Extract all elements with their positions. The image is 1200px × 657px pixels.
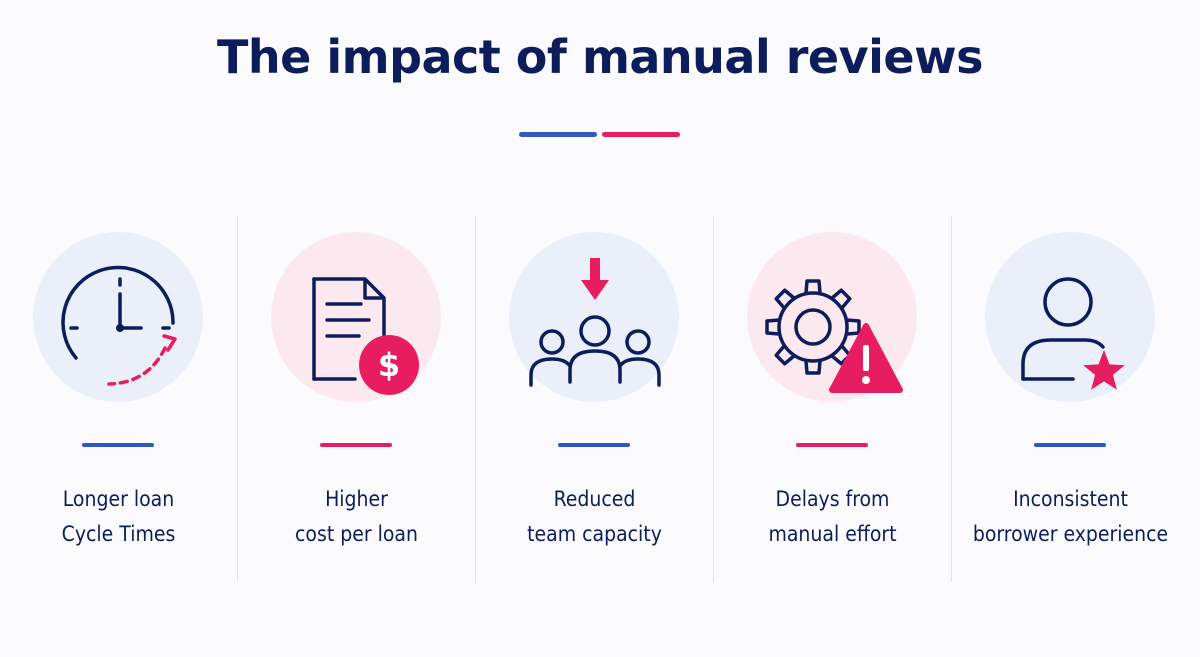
impact-label: Inconsistent borrower experience xyxy=(972,487,1169,546)
icon-circle xyxy=(985,232,1155,402)
icon-circle xyxy=(509,232,679,402)
impact-card-cycle-times: Longer loan Cycle Times xyxy=(0,216,237,582)
impact-label: Delays from manual effort xyxy=(768,487,897,546)
impact-label: Longer loan Cycle Times xyxy=(61,487,176,546)
icon-circle: $ xyxy=(271,232,441,402)
impact-label: Reduced team capacity xyxy=(527,487,662,546)
accent-bar xyxy=(1034,443,1106,447)
impact-card-team-capacity: Reduced team capacity xyxy=(476,216,713,582)
page-title: The impact of manual reviews xyxy=(217,30,983,84)
accent-bar xyxy=(796,443,868,447)
icon-circle xyxy=(747,232,917,402)
user-star-icon xyxy=(1021,277,1125,390)
column-divider xyxy=(237,216,238,582)
gear-warning-icon xyxy=(765,279,903,393)
impact-card-cost: $ Higher cost per loan xyxy=(238,216,475,582)
column-divider xyxy=(475,216,476,582)
title-underline-pink xyxy=(602,132,680,137)
icon-circle xyxy=(33,232,203,402)
svg-text:$: $ xyxy=(378,346,400,384)
column-divider xyxy=(713,216,714,582)
document-dollar-icon: $ xyxy=(312,277,419,395)
accent-bar xyxy=(558,443,630,447)
clock-icon xyxy=(61,265,177,386)
impact-card-delays: Delays from manual effort xyxy=(714,216,951,582)
accent-bar xyxy=(320,443,392,447)
team-down-arrow-icon xyxy=(529,258,661,387)
accent-bar xyxy=(82,443,154,447)
title-underline-blue xyxy=(519,132,597,137)
impact-card-borrower-experience: Inconsistent borrower experience xyxy=(952,216,1189,582)
impact-label: Higher cost per loan xyxy=(295,487,418,546)
column-divider xyxy=(951,216,952,582)
